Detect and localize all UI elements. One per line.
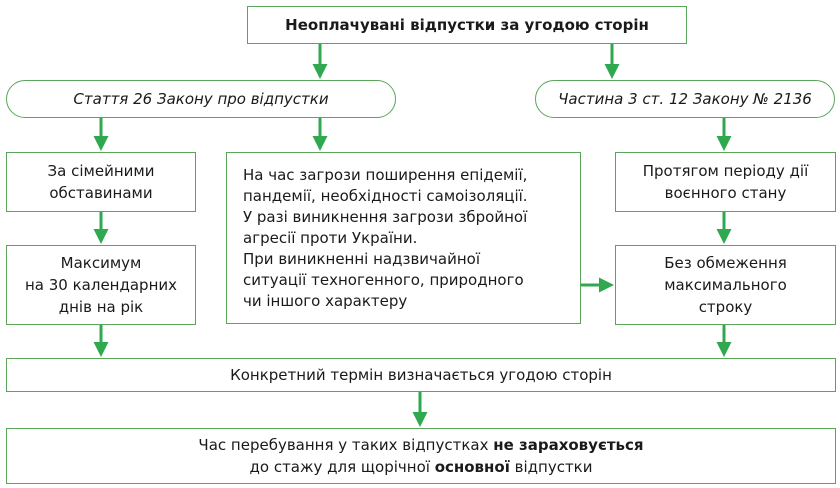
final-line1-bold: не зараховується — [493, 436, 644, 454]
epidemic-line: У разі виникнення загрози збройної — [243, 207, 528, 226]
epidemic-line: чи іншого характеру — [243, 291, 408, 310]
final-line2-pre: до стажу для щорічної — [249, 458, 435, 476]
nolimit-line: строку — [698, 298, 753, 316]
title-box: Неоплачувані відпустки за угодою сторін — [247, 6, 687, 44]
final-line2-post: відпустки — [509, 458, 593, 476]
epidemic-line: На час загрози поширення епідемії, — [243, 165, 528, 184]
martial-line: воєнного стану — [664, 184, 787, 202]
epidemic-line: ситуації техногенного, природного — [243, 270, 524, 289]
max30-line: на 30 календарних — [24, 276, 177, 294]
final-line1-pre: Час перебування у таких відпустках — [198, 436, 494, 454]
final-line-1: Час перебування у таких відпустках не за… — [198, 434, 643, 456]
family-line: обставинами — [49, 184, 153, 202]
epidemic-line: При виникненні надзвичайної — [243, 249, 480, 268]
nolimit-line: максимального — [664, 276, 787, 294]
max30-line: Максимум — [60, 254, 142, 272]
family-box: За сімейними обставинами — [6, 152, 196, 212]
article26-text: Стаття 26 Закону про відпустки — [73, 90, 329, 108]
term-box: Конкретний термін визначається угодою ст… — [6, 358, 836, 392]
final-line-2: до стажу для щорічної основної відпустки — [198, 456, 643, 478]
epidemic-line: пандемії, необхідності самоізоляції. — [243, 186, 528, 205]
nolimit-box: Без обмеження максимального строку — [615, 245, 836, 325]
martial-box: Протягом періоду дії воєнного стану — [615, 152, 836, 212]
family-line: За сімейними — [47, 162, 155, 180]
epidemic-box: На час загрози поширення епідемії, панде… — [226, 152, 581, 324]
max30-box: Максимум на 30 календарних днів на рік — [6, 245, 196, 325]
epidemic-line: агресії проти України. — [243, 228, 418, 247]
final-line2-bold: основної — [434, 458, 510, 476]
title-text: Неоплачувані відпустки за угодою сторін — [285, 16, 649, 34]
part3-text: Частина 3 ст. 12 Закону № 2136 — [558, 90, 812, 108]
part3-box: Частина 3 ст. 12 Закону № 2136 — [535, 80, 835, 118]
max30-line: днів на рік — [58, 298, 144, 316]
martial-line: Протягом періоду дії — [642, 162, 809, 180]
final-box: Час перебування у таких відпустках не за… — [6, 428, 836, 484]
term-text: Конкретний термін визначається угодою ст… — [230, 366, 612, 384]
nolimit-line: Без обмеження — [664, 254, 787, 272]
article26-box: Стаття 26 Закону про відпустки — [6, 80, 396, 118]
